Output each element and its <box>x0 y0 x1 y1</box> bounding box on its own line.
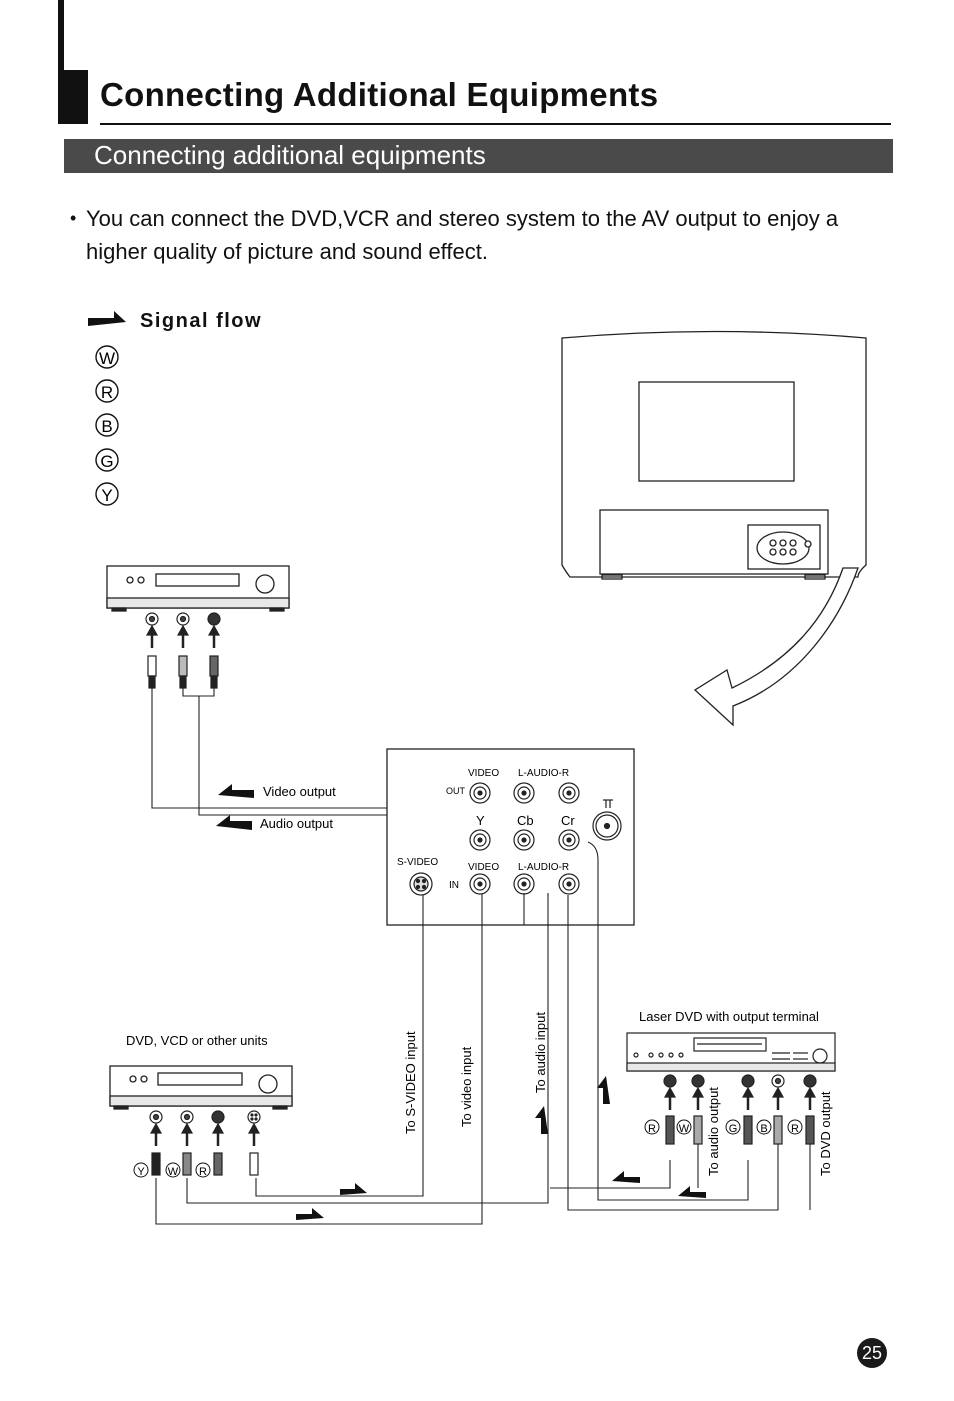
out-jacks <box>469 782 580 804</box>
flow-arrow-right-icon <box>340 1183 367 1195</box>
flow-arrow-up-icon <box>535 1106 548 1134</box>
to-video-label: To video input <box>459 1046 474 1127</box>
svg-text:VIDEO: VIDEO <box>468 862 499 873</box>
tv-front-buttons <box>769 539 812 556</box>
bullet-dot: • <box>70 208 77 228</box>
laser-dvd-unit <box>626 1032 836 1072</box>
tv-screen <box>638 381 795 482</box>
svg-text:Y: Y <box>137 1166 145 1178</box>
header-bar-thin <box>58 0 64 124</box>
svg-text:W: W <box>168 1166 179 1178</box>
svg-text:G: G <box>729 1123 738 1135</box>
dvd-vcd-jacks <box>149 1110 261 1146</box>
legend-title: Signal flow <box>140 310 263 332</box>
to-dvd-output-label: To DVD output <box>818 1091 833 1176</box>
flow-arrow-left-icon <box>678 1186 706 1198</box>
jack-panel: VIDEO L-AUDIO-R OUT Y Cb Cr S-VIDEO VIDE… <box>386 748 635 926</box>
section-banner: Connecting additional equipments <box>64 139 893 173</box>
svg-text:R: R <box>101 383 113 402</box>
laser-dvd-jacks <box>663 1074 817 1110</box>
svg-text:B: B <box>101 417 112 436</box>
svg-text:R: R <box>791 1123 799 1135</box>
legend-code-g: G <box>95 448 119 472</box>
to-audio-input-label: To audio input <box>533 1012 548 1093</box>
laser-dvd-label: Laser DVD with output terminal <box>639 1009 819 1024</box>
laser-dvd-cables <box>567 895 811 1211</box>
flow-arrow-up-icon <box>597 1076 610 1104</box>
title-underline <box>100 123 891 125</box>
svg-text:B: B <box>760 1123 767 1135</box>
svg-text:G: G <box>100 452 113 471</box>
svg-text:IN: IN <box>449 880 459 891</box>
header-bar-thick <box>64 70 88 124</box>
vcr-jacks <box>145 612 221 648</box>
component-jacks <box>469 811 622 851</box>
laser-dvd-plugs <box>665 1115 815 1145</box>
svg-text:Cb: Cb <box>517 813 534 828</box>
svg-text:L-AUDIO-R: L-AUDIO-R <box>518 862 569 873</box>
antenna-icon <box>603 799 613 808</box>
page-title: Connecting Additional Equipments <box>100 76 659 113</box>
callout-arrow-icon <box>693 567 859 727</box>
laser-dvd-plug-codes: R W G B R <box>644 1119 803 1135</box>
input-cables <box>155 841 749 1225</box>
dvd-vcd-plug-codes: Y W R <box>133 1162 211 1178</box>
to-svideo-label: To S-VIDEO input <box>403 1031 418 1134</box>
audio-output-arrow-icon <box>216 815 252 830</box>
dvd-vcd-label: DVD, VCD or other units <box>126 1033 268 1048</box>
in-jacks <box>409 872 580 896</box>
svg-text:R: R <box>199 1166 207 1178</box>
intro-text: You can connect the DVD,VCR and stereo s… <box>86 206 839 264</box>
flow-arrows-bottom <box>296 1076 706 1220</box>
section-title: Connecting additional equipments <box>94 140 486 170</box>
legend-code-y: Y <box>95 482 119 506</box>
flow-arrow-left-icon <box>612 1171 640 1183</box>
signal-flow-arrow-icon <box>88 311 126 326</box>
svg-text:Y: Y <box>476 813 485 828</box>
legend-code-b: B <box>95 413 119 437</box>
video-output-arrow-icon <box>218 784 254 798</box>
svg-text:L-AUDIO-R: L-AUDIO-R <box>518 768 569 779</box>
dvd-vcd-plugs <box>151 1152 259 1176</box>
svg-text:W: W <box>679 1123 690 1135</box>
audio-output-label: Audio output <box>260 816 333 831</box>
vcr-plugs <box>147 655 219 689</box>
flow-arrow-right-icon <box>296 1208 324 1220</box>
video-output-label: Video output <box>263 784 336 799</box>
svg-text:VIDEO: VIDEO <box>468 768 499 779</box>
svg-text:OUT: OUT <box>446 786 466 796</box>
svg-text:Y: Y <box>101 486 112 505</box>
dvd-vcd-unit <box>109 1065 293 1110</box>
svg-text:R: R <box>648 1123 656 1135</box>
to-audio-output-label: To audio output <box>706 1087 721 1176</box>
intro-paragraph: • You can connect the DVD,VCR and stereo… <box>70 202 900 268</box>
legend-code-w: W <box>95 345 119 369</box>
page-number: 25 <box>857 1338 887 1368</box>
tv-set <box>561 330 867 580</box>
svg-text:Cr: Cr <box>561 813 575 828</box>
vcr-unit <box>106 565 290 612</box>
svg-text:W: W <box>99 349 115 368</box>
legend-codes: W R B G Y <box>95 345 119 506</box>
svg-text:S-VIDEO: S-VIDEO <box>397 857 438 868</box>
legend-code-r: R <box>95 379 119 403</box>
